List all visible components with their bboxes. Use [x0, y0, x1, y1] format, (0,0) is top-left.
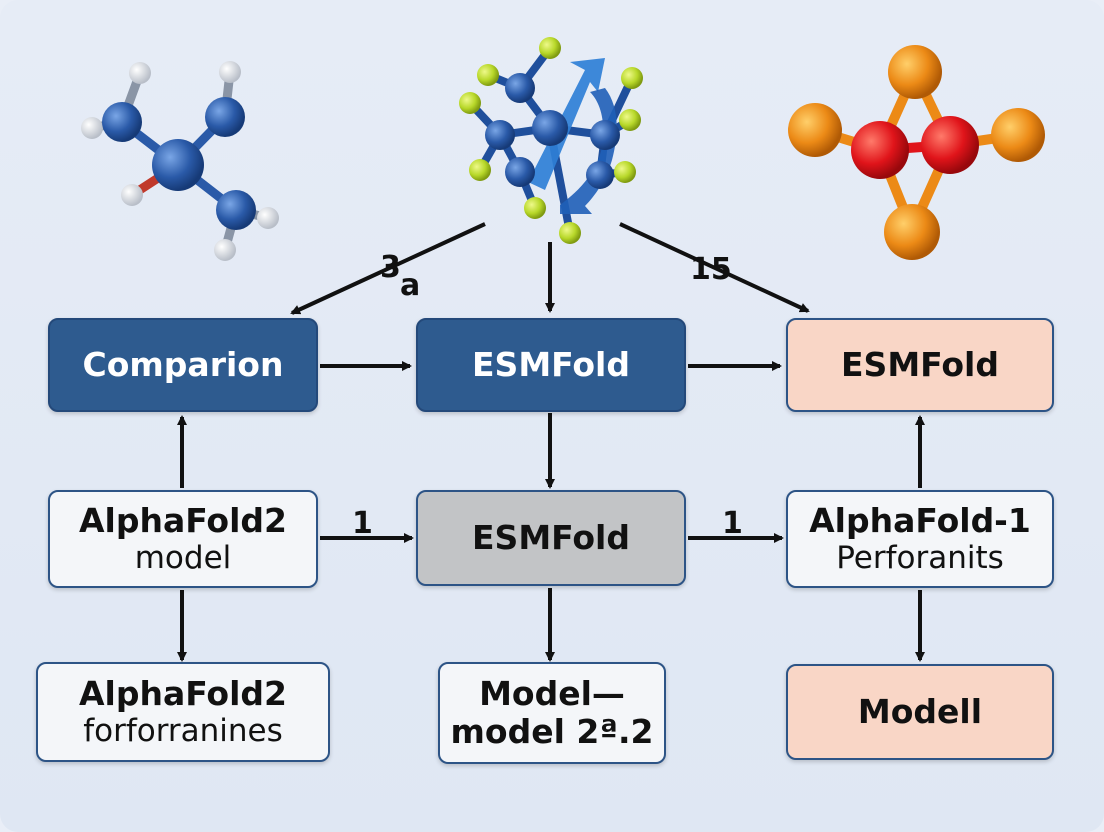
alphafold1-subtitle: Perforanits	[836, 540, 1004, 576]
esmfold-right-box: ESMFold	[786, 318, 1054, 412]
alphafold2-forf-subtitle: forforranines	[83, 713, 283, 749]
esmfold-top-label: ESMFold	[472, 345, 630, 384]
model-model-title: Model—	[479, 674, 625, 713]
arrow-center-to-esmfold-right	[619, 222, 810, 313]
model-model-box: Model— model 2ª.2	[438, 662, 666, 764]
modell-label: Modell	[857, 692, 983, 731]
molecule-center-icon	[459, 37, 643, 244]
esmfold-mid-label: ESMFold	[472, 518, 630, 557]
alphafold2-forf-title: AlphaFold2	[78, 674, 287, 713]
edge-label-a: a	[400, 268, 421, 303]
edge-label-1-right: 1	[722, 506, 743, 541]
modell-box: Modell	[786, 664, 1054, 760]
esmfold-top-box: ESMFold	[416, 318, 686, 412]
edge-label-3: 3	[380, 250, 401, 285]
alphafold2-model-box: AlphaFold2 model	[48, 490, 318, 588]
esmfold-right-label: ESMFold	[841, 345, 999, 384]
molecule-left-icon	[81, 61, 279, 261]
molecule-right-icon	[788, 45, 1045, 260]
arrow-center-to-comparion	[290, 222, 486, 315]
comparion-box: Comparion	[48, 318, 318, 412]
edge-label-1-left: 1	[352, 506, 373, 541]
alphafold1-title: AlphaFold-1	[809, 501, 1031, 540]
alphafold2-model-title: AlphaFold2	[78, 501, 287, 540]
model-model-subtitle: model 2ª.2	[450, 712, 654, 751]
alphafold2-forf-box: AlphaFold2 forforranines	[36, 662, 330, 762]
esmfold-mid-box: ESMFold	[416, 490, 686, 586]
edge-label-15: 15	[690, 252, 732, 287]
comparion-label: Comparion	[82, 345, 284, 384]
alphafold2-model-subtitle: model	[134, 540, 232, 576]
diagram-arrows	[177, 222, 925, 662]
alphafold1-box: AlphaFold-1 Perforanits	[786, 490, 1054, 588]
